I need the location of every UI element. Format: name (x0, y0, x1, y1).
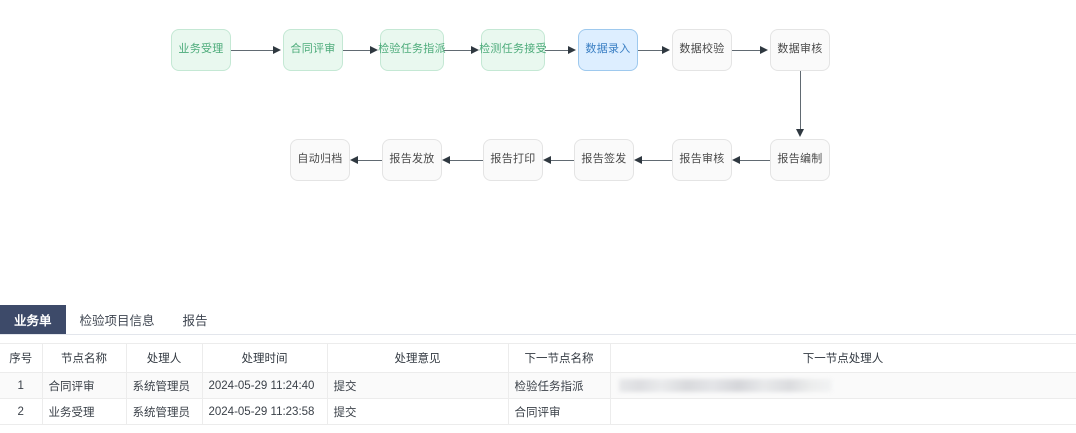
flow-edge-3 (444, 50, 473, 51)
flow-node-report-issuance[interactable]: 报告发放 (382, 139, 442, 181)
tab-report[interactable]: 报告 (169, 305, 222, 334)
table-header-next-handler: 下一节点处理人 (610, 343, 1076, 373)
flow-node-report-review[interactable]: 报告审核 (672, 139, 732, 181)
flow-arrowhead-5 (662, 45, 670, 54)
table-header-index: 序号 (0, 343, 43, 373)
flow-edge-7 (800, 71, 801, 131)
flow-arrowhead-6 (760, 45, 768, 54)
flow-node-report-compilation[interactable]: 报告编制 (770, 139, 830, 181)
flow-node-label: 业务受理 (178, 43, 224, 56)
flow-arrowhead-3 (471, 45, 479, 54)
flow-edge-11 (450, 160, 483, 161)
cell-handler: 系统管理员 (126, 372, 203, 399)
tab-bar: 业务单 检验项目信息 报告 (0, 305, 1076, 335)
flow-arrowhead-1 (273, 45, 281, 54)
table-header-row: 序号 节点名称 处理人 处理时间 处理意见 下一节点名称 下一节点处理人 (0, 343, 1076, 373)
flow-node-data-entry-active[interactable]: 数据录入 (578, 29, 638, 71)
flow-node-label: 合同评审 (290, 43, 336, 56)
flow-edge-9 (642, 160, 672, 161)
table-header-handle-time: 处理时间 (202, 343, 328, 373)
flow-node-label: 报告签发 (581, 153, 627, 166)
flow-edge-5 (638, 50, 664, 51)
flow-arrowhead-8 (732, 155, 740, 164)
cell-node-name: 合同评审 (42, 372, 127, 399)
table-row[interactable]: 1 合同评审 系统管理员 2024-05-29 11:24:40 提交 检验任务… (0, 372, 1076, 399)
cell-index: 2 (0, 398, 43, 425)
table-header-node-name: 节点名称 (42, 343, 127, 373)
flow-node-label: 检测任务接受 (479, 43, 547, 56)
cell-opinion: 提交 (327, 398, 509, 425)
flow-arrowhead-9 (634, 155, 642, 164)
flow-node-label: 检验任务指派 (378, 43, 446, 56)
cell-next-handler-redacted (610, 372, 1076, 399)
flow-arrowhead-4 (568, 45, 576, 54)
cell-opinion: 提交 (327, 372, 509, 399)
cell-node-name: 业务受理 (42, 398, 127, 425)
tab-label: 检验项目信息 (79, 314, 155, 328)
flow-edge-4 (545, 50, 570, 51)
tab-label: 业务单 (14, 314, 52, 328)
cell-next-node: 检验任务指派 (508, 372, 611, 399)
flow-node-auto-archive[interactable]: 自动归档 (290, 139, 350, 181)
flow-node-testing-task-acceptance[interactable]: 检测任务接受 (479, 29, 547, 71)
table-header-handler: 处理人 (126, 343, 203, 373)
flow-arrowhead-7 (795, 129, 804, 137)
tab-inspection-item-info[interactable]: 检验项目信息 (66, 305, 169, 334)
flow-node-report-signing[interactable]: 报告签发 (574, 139, 634, 181)
cell-next-node: 合同评审 (508, 398, 611, 425)
table-row[interactable]: 2 业务受理 系统管理员 2024-05-29 11:23:58 提交 合同评审 (0, 398, 1076, 425)
flow-node-data-validation[interactable]: 数据校验 (672, 29, 732, 71)
flow-node-label: 报告编制 (777, 153, 823, 166)
flow-node-label: 自动归档 (297, 153, 343, 166)
flow-arrowhead-10 (543, 155, 551, 164)
cell-handle-time: 2024-05-29 11:23:58 (202, 398, 328, 425)
flow-edge-6 (732, 50, 762, 51)
flow-node-label: 数据校验 (679, 43, 725, 56)
flow-edge-1 (231, 50, 275, 51)
tab-business-order[interactable]: 业务单 (0, 305, 66, 334)
process-history-table: 序号 节点名称 处理人 处理时间 处理意见 下一节点名称 下一节点处理人 1 合… (0, 343, 1076, 425)
tab-label: 报告 (182, 314, 208, 328)
flow-node-data-review[interactable]: 数据审核 (770, 29, 830, 71)
table-header-opinion: 处理意见 (327, 343, 509, 373)
cell-handler: 系统管理员 (126, 398, 203, 425)
cell-handle-time: 2024-05-29 11:24:40 (202, 372, 328, 399)
flow-edge-10 (551, 160, 574, 161)
flow-node-label: 报告打印 (490, 153, 536, 166)
flow-node-label: 数据审核 (777, 43, 823, 56)
flow-arrowhead-11 (442, 155, 450, 164)
flow-node-inspection-task-assignment[interactable]: 检验任务指派 (378, 29, 446, 71)
flow-edge-12 (358, 160, 382, 161)
workflow-diagram: 业务受理 合同评审 检验任务指派 检测任务接受 数据录入 数据校验 数据审核 报… (171, 29, 830, 181)
flow-edge-8 (740, 160, 770, 161)
flow-node-contract-review[interactable]: 合同评审 (283, 29, 343, 71)
flow-node-business-acceptance[interactable]: 业务受理 (171, 29, 231, 71)
flow-arrowhead-12 (350, 155, 358, 164)
cell-index: 1 (0, 372, 43, 399)
cell-next-handler (610, 398, 1076, 425)
flow-node-report-printing[interactable]: 报告打印 (483, 139, 543, 181)
table-header-next-node: 下一节点名称 (508, 343, 611, 373)
flow-arrowhead-2 (370, 45, 378, 54)
flow-node-label: 报告审核 (679, 153, 725, 166)
redacted-blur-overlay (618, 379, 832, 392)
flow-edge-2 (343, 50, 372, 51)
flow-node-label: 报告发放 (389, 153, 435, 166)
flow-node-label: 数据录入 (585, 43, 631, 56)
